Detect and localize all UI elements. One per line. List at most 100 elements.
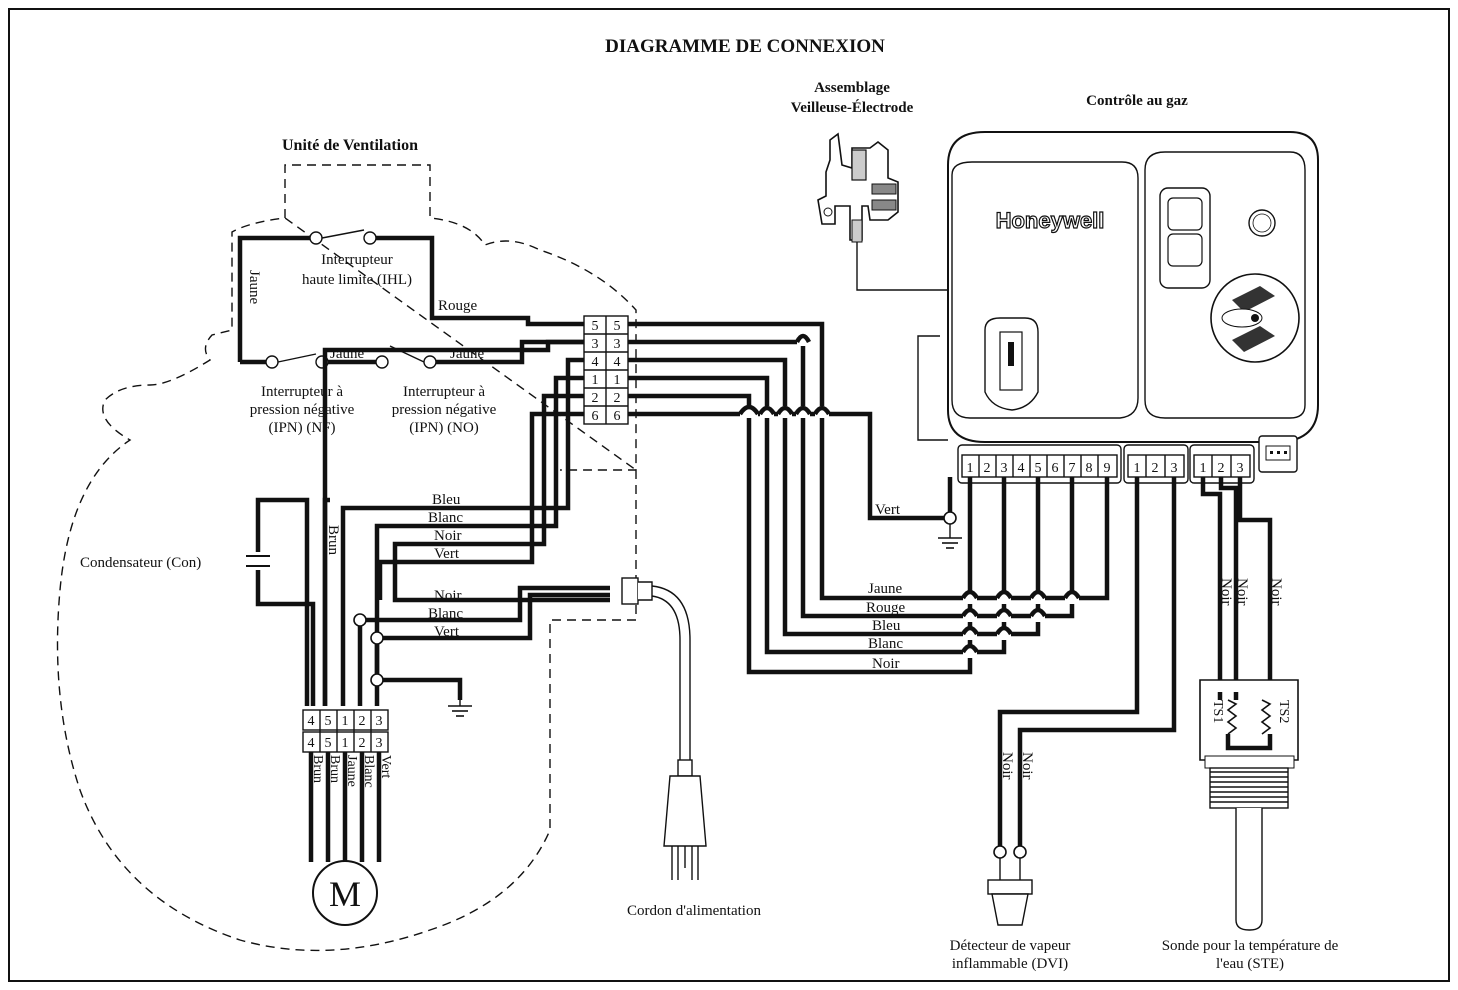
tb-right-6: 6 [614, 409, 621, 424]
ts2-label: TS2 [1276, 700, 1291, 723]
motor-terminal-block [302, 709, 389, 753]
wire-label-blanc-h: Blanc [868, 636, 903, 652]
motor-symbol: M [329, 874, 361, 914]
wire-label-vert-ground: Vert [875, 502, 901, 518]
wire-label-noir-wts1: Noir [1218, 578, 1234, 606]
ipn-no-label-1: Interrupteur à [403, 384, 485, 400]
mt-bot-5: 5 [325, 736, 332, 751]
control-terminal-strip-b: 1 2 3 [1127, 454, 1185, 478]
wire-label-vert-c: Vert [434, 624, 460, 640]
cord-wiring [353, 585, 610, 717]
wire-label-jaune-m: Jaune [344, 755, 359, 787]
ipn-nf-label-2: pression négative [250, 402, 355, 418]
wts-label-1: Sonde pour la température de [1162, 938, 1339, 954]
tb-right-2: 2 [614, 391, 621, 406]
wire-label-rouge-top: Rouge [438, 298, 478, 314]
ipn-nf-label-1: Interrupteur à [261, 384, 343, 400]
vent-unit-outline [56, 164, 637, 952]
ctl-a-term-1: 1 [967, 461, 974, 476]
mt-top-1: 1 [342, 714, 349, 729]
control-ground [938, 477, 962, 549]
wire-label-jaune-vertical: Jaune [246, 270, 262, 304]
fvs-label-2: inflammable (DVI) [952, 956, 1068, 972]
wire-label-blanc-c: Blanc [428, 606, 463, 622]
capacitor [246, 497, 316, 706]
ctl-a-term-3: 3 [1001, 461, 1008, 476]
mt-top-4: 4 [308, 714, 315, 729]
ctl-a-term-2: 2 [984, 461, 991, 476]
ipn-no-label-3: (IPN) (NO) [409, 420, 479, 436]
tb-right-5: 5 [614, 319, 621, 334]
power-cord-label: Cordon d'alimentation [627, 903, 761, 919]
wire-label-bleu-m: Bleu [432, 492, 461, 508]
ctl-a-term-4: 4 [1018, 461, 1025, 476]
mt-top-3: 3 [376, 714, 383, 729]
mt-bot-2: 2 [359, 736, 366, 751]
wire-label-noir-wts2: Noir [1234, 578, 1250, 606]
ipn-no-label-2: pression négative [392, 402, 497, 418]
wire-label-brun-m2: Brun [327, 755, 342, 783]
wire-label-blanc-mt: Blanc [361, 755, 376, 788]
ctl-a-term-5: 5 [1035, 461, 1042, 476]
fvs-label-1: Détecteur de vapeur [950, 938, 1071, 954]
ctl-b-term-2: 2 [1152, 461, 1159, 476]
wire-label-noir-fvs2: Noir [1019, 752, 1035, 780]
wire-label-jaune-h: Jaune [868, 581, 902, 597]
fvs-wiring [987, 477, 1177, 926]
mt-bot-3: 3 [376, 736, 383, 751]
ctl-a-term-6: 6 [1052, 461, 1059, 476]
ctl-b-term-1: 1 [1134, 461, 1141, 476]
tb-right-3: 3 [614, 337, 621, 352]
wire-label-blanc-m: Blanc [428, 510, 463, 526]
power-cord [621, 577, 707, 880]
gas-control-body [917, 131, 1319, 484]
wire-label-brun-m1: Brun [310, 755, 325, 783]
motor-harness [322, 339, 610, 706]
tb-right-4: 4 [614, 355, 621, 370]
wire-label-noir-c: Noir [434, 588, 462, 604]
wire-label-brun-top: Brun [325, 525, 341, 556]
ctl-c-term-3: 3 [1237, 461, 1244, 476]
tb-left-1: 1 [592, 373, 599, 388]
wts-label-2: l'eau (STE) [1216, 956, 1284, 972]
wire-label-noir-wts3: Noir [1268, 578, 1284, 606]
wire-label-bleu-h: Bleu [872, 618, 901, 634]
pilot-assembly [817, 132, 899, 243]
ctl-a-term-8: 8 [1086, 461, 1093, 476]
ctl-c-term-2: 2 [1218, 461, 1225, 476]
ctl-b-term-3: 3 [1171, 461, 1178, 476]
ctl-a-term-9: 9 [1104, 461, 1111, 476]
diagram-title: DIAGRAMME DE CONNEXION [605, 36, 885, 57]
control-terminal-strip-a: 1 2 3 4 5 6 7 8 9 [961, 454, 1118, 478]
main-terminal-block [583, 315, 629, 425]
mt-bot-1: 1 [342, 736, 349, 751]
switch-wiring [237, 229, 584, 369]
pilot-title-2: Veilleuse-Électrode [791, 99, 914, 116]
wire-label-rouge-h: Rouge [866, 600, 906, 616]
frame [8, 8, 1450, 982]
ctl-c-term-1: 1 [1200, 461, 1207, 476]
wire-label-noir-m: Noir [434, 528, 462, 544]
pilot-title-1: Assemblage [814, 80, 890, 96]
wire-label-vert-m: Vert [434, 546, 460, 562]
tb-left-2: 2 [592, 391, 599, 406]
tb-left-4: 4 [592, 355, 599, 370]
vent-unit-title: Unité de Ventilation [282, 137, 418, 154]
capacitor-label: Condensateur (Con) [80, 555, 201, 571]
ts1-label: TS1 [1210, 700, 1225, 723]
crossover-arcs [738, 333, 1081, 654]
honeywell-logo: Honeywell [996, 208, 1105, 233]
mt-top-5: 5 [325, 714, 332, 729]
wire-label-noir-fvs1: Noir [999, 752, 1015, 780]
tb-right-1: 1 [614, 373, 621, 388]
motor-leads [308, 752, 382, 926]
wire-label-vert-mt: Vert [378, 755, 393, 778]
control-terminal-strip-c: 1 2 3 [1193, 454, 1251, 478]
mt-bot-4: 4 [308, 736, 315, 751]
ctl-a-term-7: 7 [1069, 461, 1076, 476]
tb-left-6: 6 [592, 409, 599, 424]
ihl-label-2: haute limite (IHL) [302, 272, 412, 288]
wire-label-noir-h: Noir [872, 656, 900, 672]
tb-left-5: 5 [592, 319, 599, 334]
